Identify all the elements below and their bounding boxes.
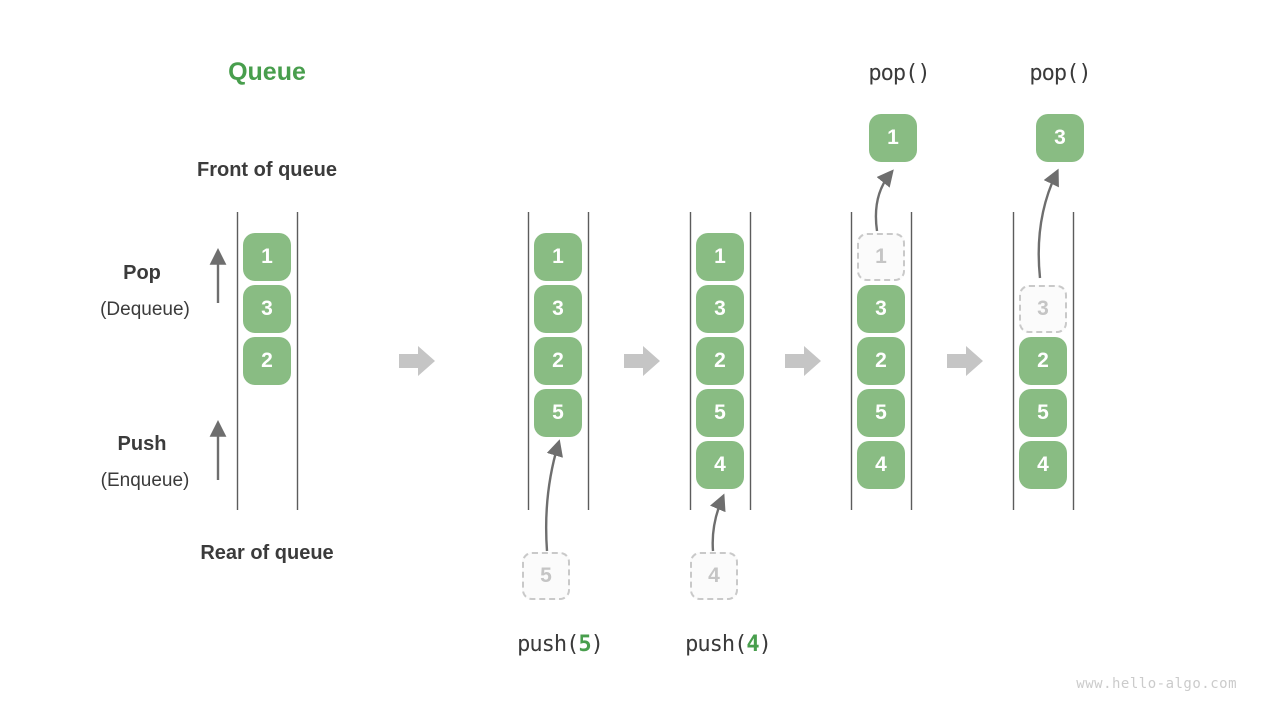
queue3-item: 4	[696, 441, 744, 489]
queue1-item: 3	[243, 285, 291, 333]
queue3-item: 2	[696, 337, 744, 385]
queue4-item: 3	[857, 285, 905, 333]
transition-arrow-4-icon	[947, 346, 983, 376]
pop-sublabel: (Dequeue)	[100, 299, 190, 320]
queue2-item: 5	[534, 389, 582, 437]
queue2-item: 3	[534, 285, 582, 333]
queue5-item: 4	[1019, 441, 1067, 489]
front-of-queue-label: Front of queue	[197, 159, 337, 181]
queue5-removed-slot: 3	[1019, 285, 1067, 333]
queue4-removed-slot: 1	[857, 233, 905, 281]
push4-fn-text: push(	[685, 632, 747, 657]
transition-arrow-1-icon	[399, 346, 435, 376]
push4-close-text: )	[758, 632, 772, 657]
push4-arrow-icon	[710, 493, 726, 552]
push4-call-label: push(4)	[648, 632, 808, 657]
incoming-item-5: 5	[522, 552, 570, 600]
pop1-arrow-icon	[874, 169, 894, 232]
queue1-item: 1	[243, 233, 291, 281]
diagram-title: Queue	[228, 58, 306, 86]
queue2-item: 2	[534, 337, 582, 385]
queue4-item: 2	[857, 337, 905, 385]
push5-call-label: push(5)	[480, 632, 640, 657]
queue3-item: 1	[696, 233, 744, 281]
transition-arrow-3-icon	[785, 346, 821, 376]
transition-arrow-2-icon	[624, 346, 660, 376]
queue4-item: 5	[857, 389, 905, 437]
queue3-item: 5	[696, 389, 744, 437]
push5-fn-text: push(	[517, 632, 579, 657]
pop3-arrow-icon	[1037, 168, 1059, 279]
pop-label: Pop	[123, 262, 161, 284]
queue1-item: 2	[243, 337, 291, 385]
queue2-item: 1	[534, 233, 582, 281]
queue-wall-lines	[236, 212, 1075, 510]
rear-of-queue-label: Rear of queue	[200, 542, 334, 564]
push5-arrow-icon	[544, 439, 563, 552]
incoming-item-4: 4	[690, 552, 738, 600]
push5-close-text: )	[590, 632, 604, 657]
pop-call-1-label: pop()	[868, 61, 930, 86]
queue5-item: 2	[1019, 337, 1067, 385]
queue4-item: 4	[857, 441, 905, 489]
push-label: Push	[117, 433, 167, 455]
popped-item-3: 3	[1036, 114, 1084, 162]
push4-arg-text: 4	[746, 632, 759, 657]
queue3-item: 3	[696, 285, 744, 333]
transition-arrows	[399, 346, 983, 376]
push5-arg-text: 5	[578, 632, 591, 657]
pop-call-2-label: pop()	[1029, 61, 1091, 86]
popped-item-1: 1	[869, 114, 917, 162]
queue5-item: 5	[1019, 389, 1067, 437]
site-watermark: www.hello-algo.com	[1076, 676, 1237, 692]
push-sublabel: (Enqueue)	[100, 470, 190, 491]
